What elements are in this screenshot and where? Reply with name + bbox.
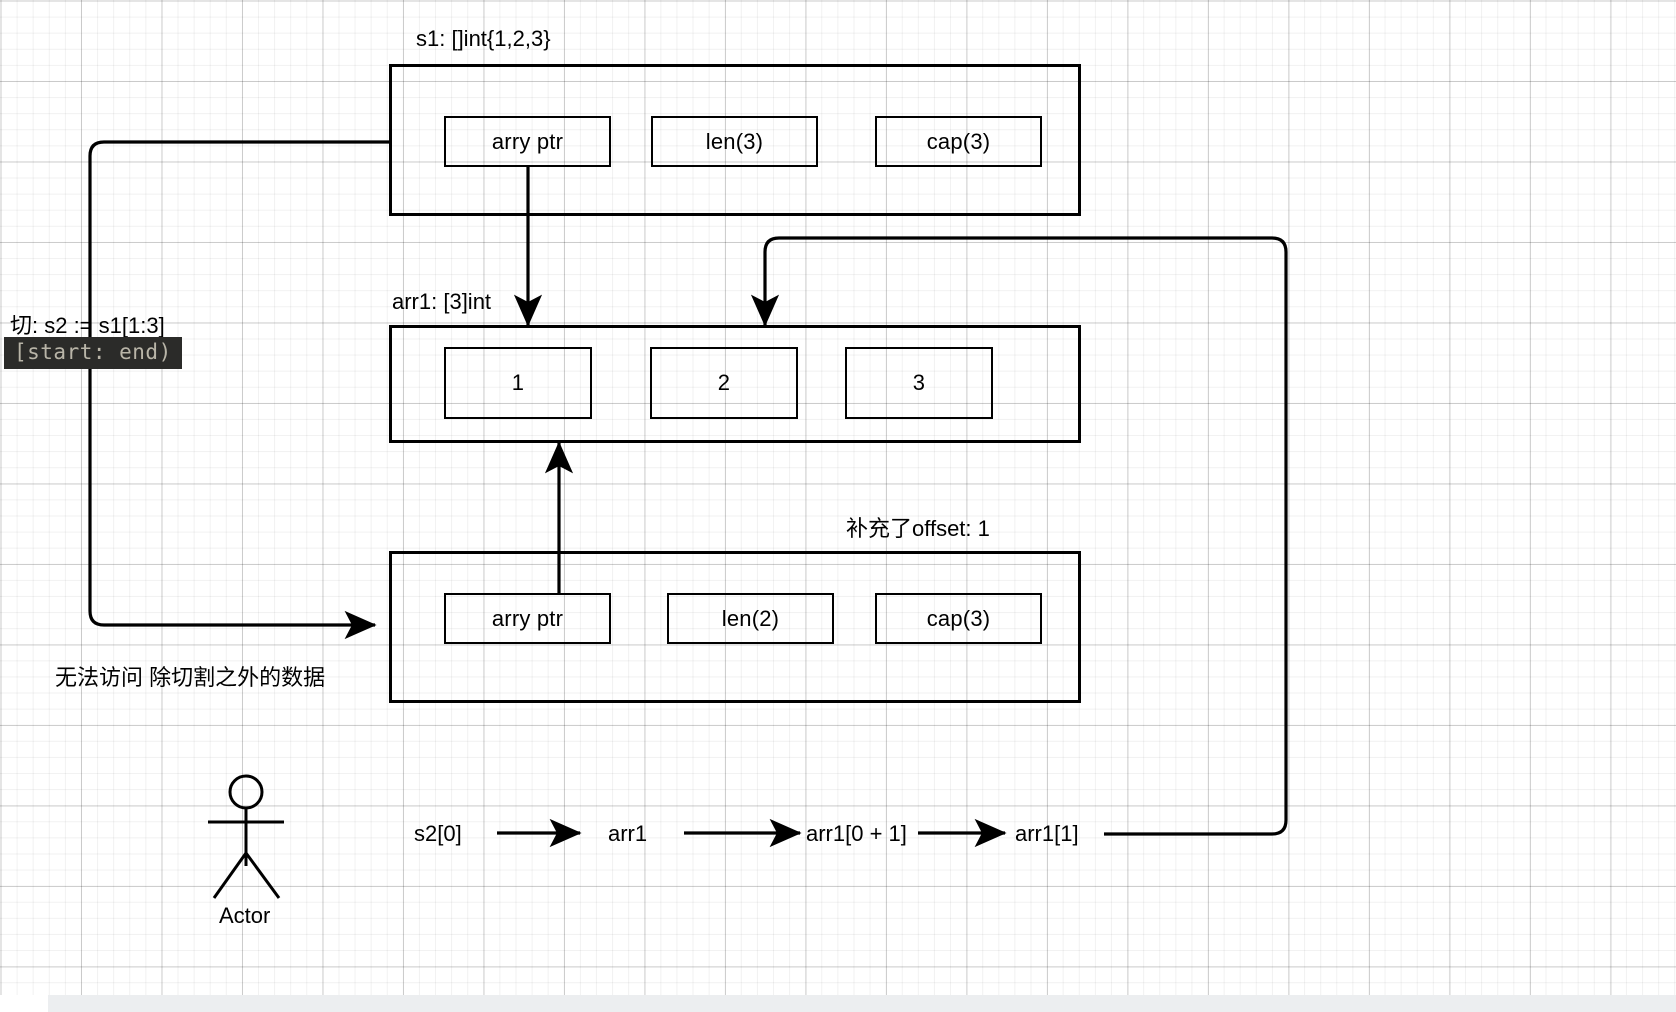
arr1-title: arr1: [3]int [392, 289, 492, 314]
access-restriction-note: 无法访问 除切割之外的数据 [55, 665, 326, 690]
connector-s1-to-s2 [88, 140, 389, 640]
arr1-element-1[interactable]: 2 [650, 347, 798, 419]
connector-arr1idx1-to-arr1-elem2 [750, 236, 1288, 836]
flow-step-s2-index0: s2[0] [414, 821, 462, 846]
actor-label: Actor [219, 903, 271, 928]
s1-field-len[interactable]: len(3) [651, 116, 818, 167]
arr1-element-0[interactable]: 1 [444, 347, 592, 419]
actor-figure [208, 774, 284, 899]
s2-field-cap[interactable]: cap(3) [875, 593, 1042, 644]
s1-title: s1: []int{1,2,3} [416, 26, 551, 51]
s1-field-arry-ptr[interactable]: arry ptr [444, 116, 611, 167]
flow-step-arr1-index1: arr1[1] [1015, 821, 1079, 846]
bottom-status-strip [0, 995, 1676, 1012]
s2-field-arry-ptr[interactable]: arry ptr [444, 593, 611, 644]
arr1-element-2[interactable]: 3 [845, 347, 993, 419]
flow-step-arr1-offset-expr: arr1[0 + 1] [806, 821, 907, 846]
slice-range-code-chip: [start: end) [4, 337, 182, 369]
arr1-array-box[interactable] [389, 325, 1081, 443]
s1-field-cap[interactable]: cap(3) [875, 116, 1042, 167]
s2-field-len[interactable]: len(2) [667, 593, 834, 644]
slice-note-text: 切: s2 := s1[1:3] [10, 313, 165, 338]
s1-struct-box[interactable] [389, 64, 1081, 216]
offset-note: 补充了offset: 1 [846, 516, 990, 541]
bottom-strip-corner [0, 995, 48, 1012]
flow-step-arr1: arr1 [608, 821, 648, 846]
s2-struct-box[interactable] [389, 551, 1081, 703]
